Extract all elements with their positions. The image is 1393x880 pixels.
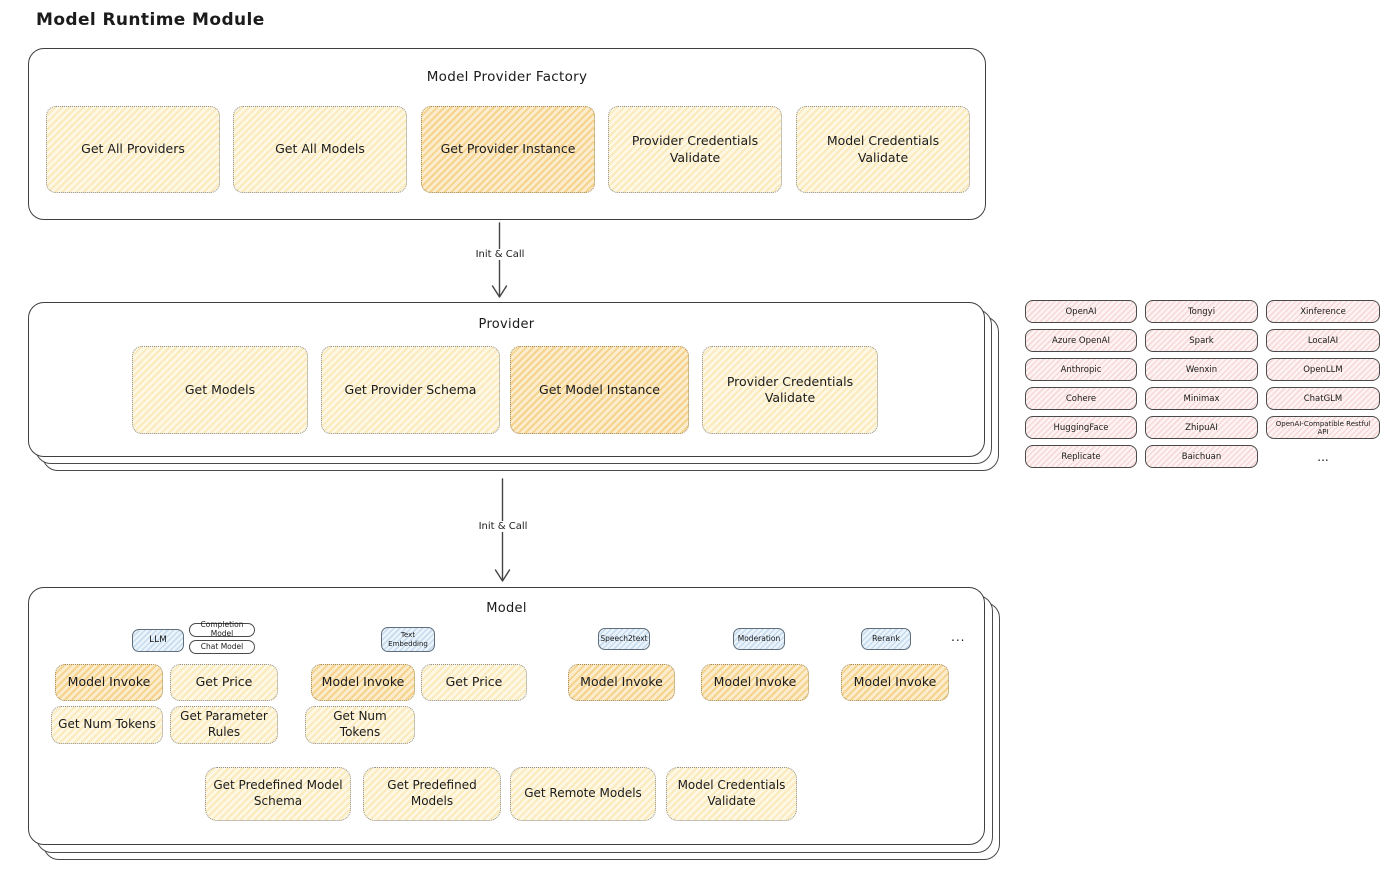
- model-cell-embedding-get-num-tokens: Get Num Tokens: [305, 706, 415, 744]
- providers-more-ellipsis: ...: [1317, 449, 1329, 464]
- factory-cell-model-credentials-validate: Model Credentials Validate: [796, 106, 970, 193]
- tag-speech2text: Speech2text: [598, 628, 650, 650]
- model-cell-embedding-invoke: Model Invoke: [311, 664, 415, 701]
- tag-moderation: Moderation: [733, 628, 785, 650]
- model-cell-llm-invoke: Model Invoke: [55, 664, 163, 701]
- factory-cell-get-all-providers: Get All Providers: [46, 106, 220, 193]
- provider-item-cohere: Cohere: [1025, 387, 1137, 410]
- provider-item-openai: OpenAI: [1025, 300, 1137, 323]
- provider-item-xinference: Xinference: [1266, 300, 1380, 323]
- arrow-factory-to-provider: [491, 222, 508, 298]
- provider-cell-provider-credentials-validate: Provider Credentials Validate: [702, 346, 878, 434]
- model-title: Model: [486, 601, 527, 616]
- factory-box: Model Provider Factory Get All Providers…: [28, 48, 986, 220]
- provider-item-anthropic: Anthropic: [1025, 358, 1137, 381]
- provider-item-replicate: Replicate: [1025, 445, 1137, 468]
- provider-title: Provider: [478, 317, 535, 332]
- provider-cell-get-models: Get Models: [132, 346, 308, 434]
- tag-completion-model: Completion Model: [189, 621, 255, 638]
- page-title: Model Runtime Module: [36, 10, 265, 30]
- provider-item-huggingface: HuggingFace: [1025, 416, 1137, 439]
- provider-item-azure-openai: Azure OpenAI: [1025, 329, 1137, 352]
- model-cell-rerank-invoke: Model Invoke: [841, 664, 949, 701]
- factory-title: Model Provider Factory: [426, 69, 588, 85]
- model-cell-speech2text-invoke: Model Invoke: [568, 664, 675, 701]
- model-cell-get-predefined-models: Get Predefined Models: [363, 767, 501, 821]
- provider-item-localai: LocalAI: [1266, 329, 1380, 352]
- model-cell-llm-get-parameter-rules: Get Parameter Rules: [170, 706, 278, 744]
- tag-rerank: Rerank: [861, 628, 911, 650]
- provider-item-baichuan: Baichuan: [1145, 445, 1258, 468]
- factory-cell-get-provider-instance: Get Provider Instance: [421, 106, 595, 193]
- provider-item-chatglm: ChatGLM: [1266, 387, 1380, 410]
- model-cell-get-predefined-model-schema: Get Predefined Model Schema: [205, 767, 351, 821]
- model-tags-more-ellipsis: ...: [951, 630, 966, 644]
- provider-item-tongyi: Tongyi: [1145, 300, 1258, 323]
- model-box: Model LLM Completion Model Chat Model Te…: [28, 587, 985, 845]
- tag-llm: LLM: [132, 629, 184, 652]
- provider-item-zhipuai: ZhipuAI: [1145, 416, 1258, 439]
- model-cell-moderation-invoke: Model Invoke: [701, 664, 809, 701]
- factory-cell-provider-credentials-validate: Provider Credentials Validate: [608, 106, 782, 193]
- provider-item-spark: Spark: [1145, 329, 1258, 352]
- factory-cell-get-all-models: Get All Models: [233, 106, 407, 193]
- provider-item-wenxin: Wenxin: [1145, 358, 1258, 381]
- provider-cell-get-model-instance: Get Model Instance: [510, 346, 689, 434]
- arrow-label-init-call-2: Init & Call: [472, 521, 534, 532]
- provider-item-openai-compatible-restful-api: OpenAI-Compatible Restful API: [1266, 416, 1380, 439]
- tag-chat-model: Chat Model: [189, 640, 255, 654]
- model-cell-model-credentials-validate: Model Credentials Validate: [666, 767, 797, 821]
- providers-panel: OpenAI Tongyi Xinference Azure OpenAI Sp…: [1025, 300, 1380, 468]
- model-cell-get-remote-models: Get Remote Models: [510, 767, 656, 821]
- model-cell-llm-get-price: Get Price: [170, 664, 278, 701]
- arrow-label-init-call-1: Init & Call: [469, 249, 531, 260]
- model-cell-embedding-get-price: Get Price: [421, 664, 527, 701]
- provider-cell-get-provider-schema: Get Provider Schema: [321, 346, 500, 434]
- provider-box: Provider Get Models Get Provider Schema …: [28, 302, 985, 457]
- tag-text-embedding: Text Embedding: [381, 627, 435, 652]
- provider-item-minimax: Minimax: [1145, 387, 1258, 410]
- provider-item-openllm: OpenLLM: [1266, 358, 1380, 381]
- model-cell-llm-get-num-tokens: Get Num Tokens: [51, 706, 163, 744]
